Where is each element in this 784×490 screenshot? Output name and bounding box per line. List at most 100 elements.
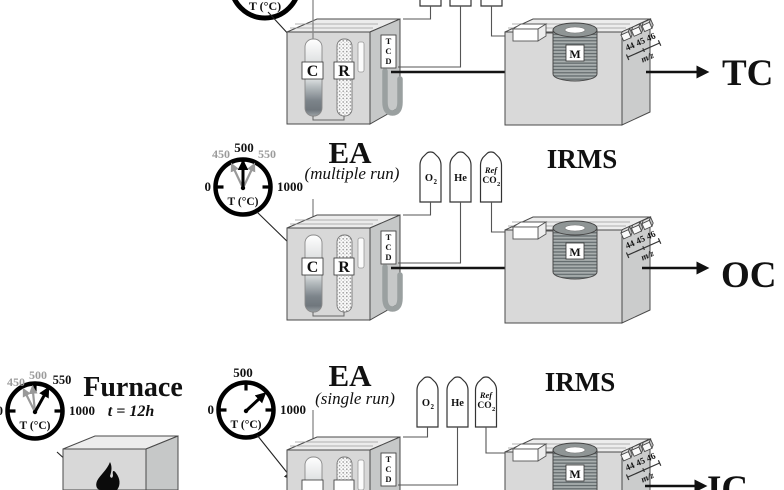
ea-title: EA bbox=[328, 358, 372, 393]
he-label: He bbox=[451, 398, 464, 409]
ea-front-face bbox=[286, 31, 371, 125]
collector-cube bbox=[641, 216, 654, 231]
he-label: He bbox=[454, 173, 467, 184]
magnet-bore bbox=[564, 446, 586, 454]
gas-cylinder-refco2: Ref CO 2 bbox=[474, 376, 498, 428]
ea-subtitle-multiple: (multiple run) bbox=[305, 164, 400, 183]
dial-value-0: 0 bbox=[205, 179, 212, 194]
dial-hub bbox=[32, 409, 38, 415]
irms-unit: M 44 45 46 m/z bbox=[504, 216, 662, 324]
collector-cube bbox=[630, 22, 644, 37]
thin-tube bbox=[357, 459, 365, 490]
magnet-label: M bbox=[569, 47, 580, 61]
magnet-bore bbox=[564, 224, 586, 232]
o2-supply-line bbox=[403, 202, 432, 216]
dial-hub bbox=[240, 185, 246, 191]
ea-subtitle-single: (single run) bbox=[315, 389, 395, 408]
dial-value-1000: 1000 bbox=[277, 179, 303, 194]
dial-unit-label: T (°C) bbox=[228, 196, 259, 208]
magnet-label-box bbox=[565, 242, 585, 260]
refco2-supply-line bbox=[490, 202, 512, 233]
tcd-letter: C bbox=[385, 464, 391, 474]
ea-front-face bbox=[286, 227, 371, 321]
he-supply-line bbox=[398, 202, 462, 264]
o2-label-sub: 2 bbox=[431, 403, 435, 411]
co2-label: CO bbox=[477, 401, 491, 411]
o2-label: O bbox=[425, 173, 433, 184]
output-oc-label: OC bbox=[721, 255, 777, 296]
co2-label-sub: 2 bbox=[492, 406, 495, 413]
o2-supply-line bbox=[403, 6, 432, 20]
flame-icon bbox=[96, 462, 120, 490]
ea-lid-seams bbox=[290, 23, 378, 29]
dial-value-550: 550 bbox=[258, 147, 276, 161]
collector-44-label: 44 bbox=[624, 40, 637, 53]
dial-value-0: 0 bbox=[208, 402, 215, 417]
ea-lid-seams bbox=[290, 219, 378, 225]
dial-unit-label: T (°C) bbox=[231, 419, 262, 431]
tcd-panel bbox=[380, 452, 397, 487]
mz-axis-line bbox=[625, 238, 662, 259]
gas-cylinder-he: He bbox=[449, 151, 472, 203]
temperature-dial-partial: T (°C) bbox=[232, 0, 298, 21]
dial-value-450: 450 bbox=[212, 147, 230, 161]
tcd-panel bbox=[380, 230, 397, 265]
output-ic-label: IC bbox=[707, 469, 748, 490]
gas-cylinders: O 2 He Ref CO 2 bbox=[416, 376, 498, 428]
dial-value-1000: 1000 bbox=[280, 402, 306, 417]
magnet-label: M bbox=[569, 245, 580, 259]
dial-value-500: 500 bbox=[29, 368, 47, 382]
collector-cube bbox=[641, 18, 654, 33]
gas-cylinder-refco2: Ref CO 2 bbox=[479, 151, 503, 203]
furnace-unit bbox=[62, 435, 179, 490]
magnet-label-box bbox=[565, 464, 585, 482]
collector-44-label: 44 bbox=[624, 238, 637, 251]
tcd-letter: T bbox=[386, 232, 392, 242]
collector-45-label: 45 bbox=[634, 35, 647, 48]
row-total-carbon: T (°C) C R T C D bbox=[232, 0, 773, 126]
tcd-letter: D bbox=[385, 252, 391, 262]
collector-cups: 44 45 46 m/z bbox=[620, 216, 662, 262]
thin-tube bbox=[357, 237, 365, 269]
tcd-letter: C bbox=[385, 242, 391, 252]
magnet-label-box bbox=[565, 44, 585, 62]
tcd-letter: D bbox=[385, 474, 391, 484]
gas-cylinder-o2: O 2 bbox=[416, 376, 439, 428]
refco2-supply-line bbox=[485, 427, 512, 454]
dial-value-450: 450 bbox=[7, 375, 25, 389]
gas-cylinder-he: He bbox=[446, 376, 469, 428]
collector-cube bbox=[630, 442, 644, 457]
temperature-dial-single: 500 0 1000 T (°C) bbox=[208, 365, 306, 440]
gas-cylinder-o2: O 2 bbox=[419, 151, 442, 203]
dial-needle-gray bbox=[22, 387, 36, 413]
dial-needle-gray bbox=[28, 384, 38, 413]
row-inorganic-carbon: 450 500 550 0 1000 T (°C) Furnace t = 12… bbox=[0, 358, 748, 490]
dial-unit-label: T (°C) bbox=[20, 420, 51, 432]
water-trap-utube bbox=[382, 264, 403, 312]
magnet-label: M bbox=[569, 467, 580, 481]
column-r-label: R bbox=[338, 63, 350, 80]
furnace-title: Furnace bbox=[83, 372, 183, 403]
ref-label: Ref bbox=[479, 390, 493, 400]
collector-cube bbox=[630, 220, 644, 235]
column-connector-pipe bbox=[312, 116, 345, 121]
dial-value-500: 500 bbox=[233, 365, 253, 380]
mz-axis-line bbox=[625, 40, 662, 61]
column-connector-pipe bbox=[312, 312, 345, 317]
irms-unit: M 44 45 46 m/z bbox=[504, 18, 662, 126]
collector-45-label: 45 bbox=[634, 455, 647, 468]
thin-tube bbox=[357, 41, 365, 73]
gas-cylinders-partial bbox=[419, 0, 503, 7]
ea-unit: T C D bbox=[286, 436, 401, 490]
dial-ticks bbox=[217, 381, 275, 412]
column-c-label-box bbox=[301, 257, 324, 276]
mz-axis-line bbox=[625, 460, 662, 481]
column-c-label: C bbox=[307, 259, 319, 276]
dial-hub bbox=[243, 408, 249, 414]
ea-title: EA bbox=[328, 135, 372, 170]
collector-cube bbox=[620, 447, 633, 462]
row-organic-carbon: 450 500 550 0 1000 T (°C) EA (multiple r… bbox=[205, 135, 777, 324]
tcd-panel bbox=[380, 34, 397, 69]
column-r-label-box bbox=[333, 61, 355, 80]
tcd-letter: T bbox=[386, 454, 392, 464]
